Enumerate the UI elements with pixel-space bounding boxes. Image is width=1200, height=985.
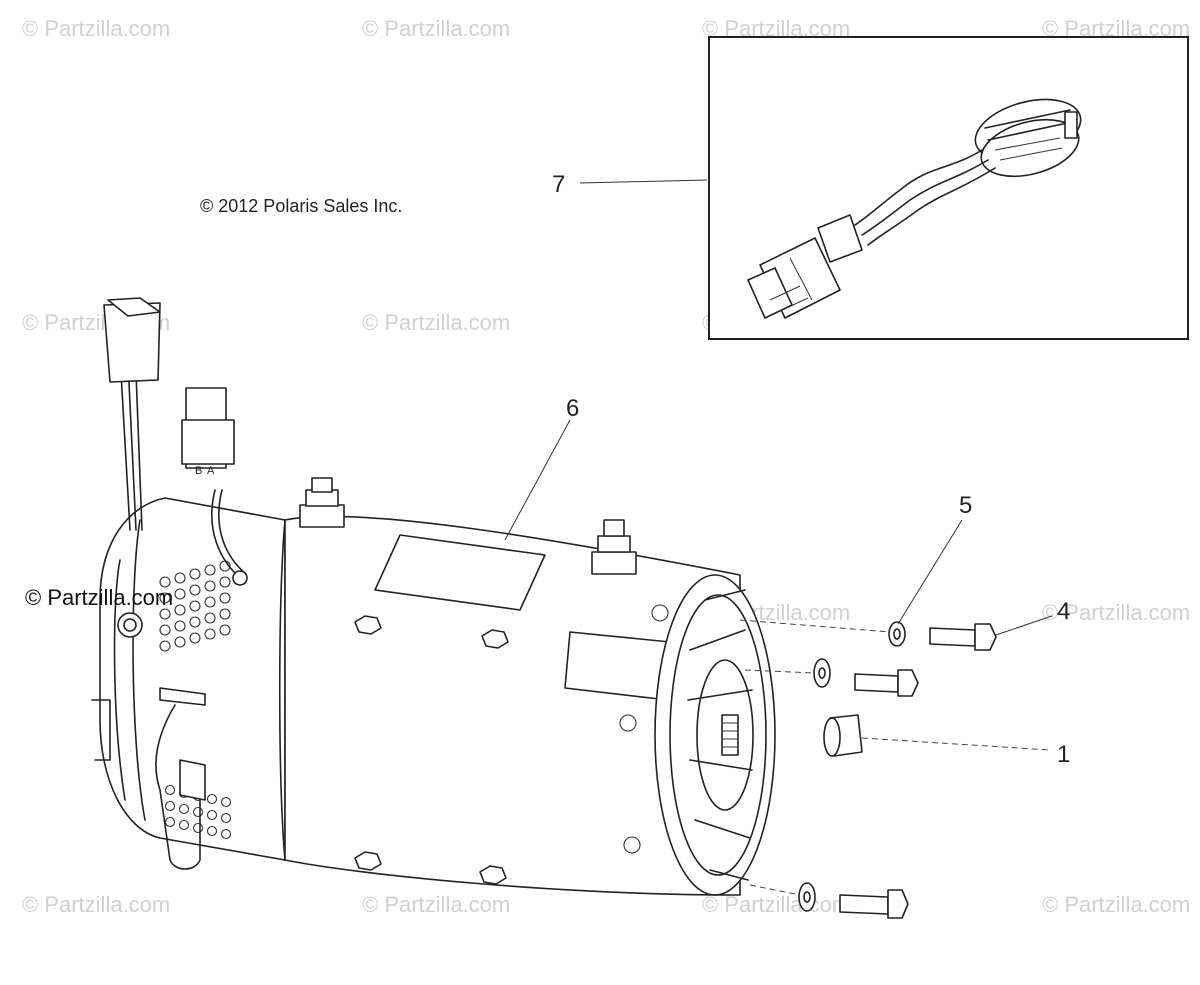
motor-housing [278, 477, 741, 896]
speed-sensor-head [974, 98, 1082, 178]
watermark: © Partzilla.com [362, 892, 510, 917]
motor-drive-end [654, 574, 776, 896]
terminal-studs [299, 477, 637, 575]
connector-letter-b: B [195, 465, 202, 477]
callout-5: 5 [959, 492, 972, 519]
callout-6: 6 [566, 395, 579, 422]
watermark: © Partzilla.com [1042, 600, 1190, 625]
spacer-part-1 [823, 714, 863, 757]
bolt [839, 889, 909, 919]
watermark: © Partzilla.com [22, 16, 170, 41]
watermark-dark: © Partzilla.com [25, 585, 173, 610]
watermark: © Partzilla.com [702, 892, 850, 917]
callout-7: 7 [552, 171, 565, 198]
housing-bolts [354, 615, 509, 885]
watermark: © Partzilla.com [22, 892, 170, 917]
connector-letter-a: A [207, 465, 215, 477]
watermark: © Partzilla.com [362, 16, 510, 41]
callout-1: 1 [1057, 741, 1070, 768]
vent-holes-lower [164, 784, 232, 840]
callouts: 7 6 5 4 1 [504, 171, 1070, 768]
bolt [854, 669, 919, 697]
watermark: © Partzilla.com [1042, 892, 1190, 917]
motor-assembly: B A [91, 297, 776, 896]
vent-holes-upper [159, 560, 231, 652]
copyright-notice: © 2012 Polaris Sales Inc. [200, 196, 402, 216]
callout-4: 4 [1057, 598, 1070, 625]
inset-part-7 [708, 36, 1189, 340]
watermark: © Partzilla.com [362, 310, 510, 335]
brush-harness: B A [103, 297, 248, 586]
harness-connector [747, 214, 863, 319]
hardware [739, 619, 997, 919]
motor-end-cap [91, 497, 286, 870]
bolt-part-4 [929, 623, 997, 651]
